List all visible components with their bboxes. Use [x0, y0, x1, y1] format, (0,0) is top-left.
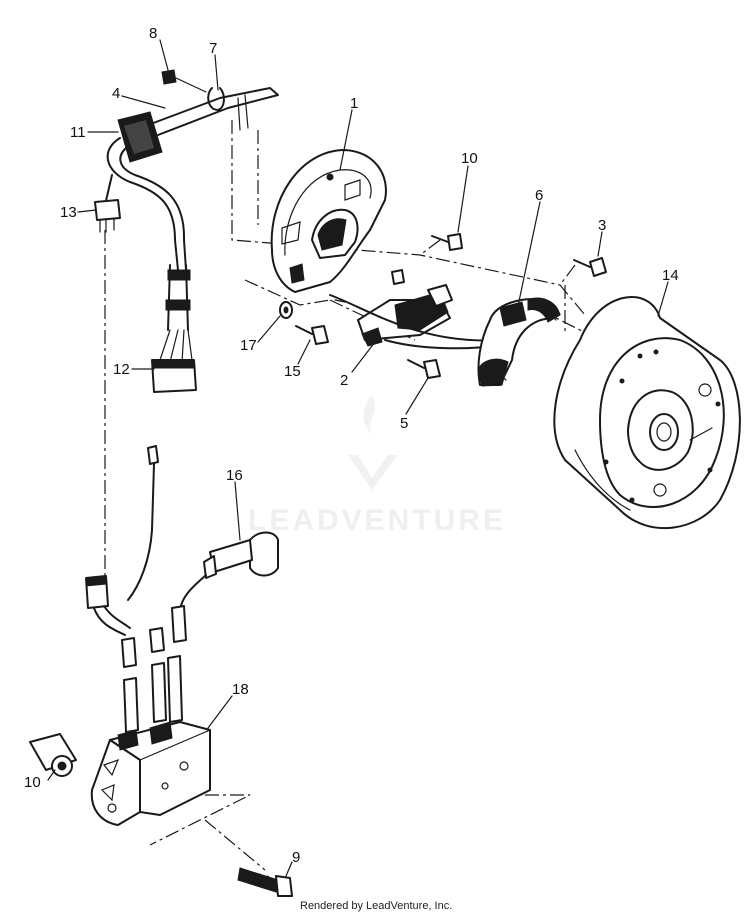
label-17: 17: [240, 337, 257, 354]
label-11: 11: [70, 124, 86, 141]
screw-15: [295, 325, 329, 345]
label-14: 14: [662, 267, 679, 284]
harness-lead: [159, 264, 193, 363]
ignition-wire-leads: [85, 445, 167, 733]
leadventure-watermark-logo: LEADVENTURE: [248, 395, 506, 537]
washer-17: [279, 301, 293, 319]
connector-13: [94, 199, 121, 233]
screw-small-stator: [391, 269, 405, 285]
label-18: 18: [232, 681, 249, 698]
screw-8: [161, 69, 207, 93]
pickup-coil: [357, 284, 453, 347]
label-7: 7: [209, 40, 217, 57]
label-9: 9: [292, 849, 300, 866]
part-labels: 8 7 4 11 13 12 1 10 6 3 14 17 15 2 5 16 …: [24, 25, 679, 866]
label-10-lower: 10: [24, 774, 41, 791]
label-3: 3: [598, 217, 606, 234]
coupler-12: [151, 359, 197, 393]
high-tension-lead: [167, 574, 207, 723]
label-5: 5: [400, 415, 408, 432]
footer-credit: Rendered by LeadVenture, Inc.: [300, 900, 453, 912]
label-16: 16: [226, 467, 243, 484]
label-1: 1: [350, 95, 358, 112]
wire-harness: [104, 87, 279, 271]
clamp: [207, 87, 225, 111]
charging-coil: [477, 297, 561, 387]
label-15: 15: [284, 363, 301, 380]
label-12: 12: [113, 361, 130, 378]
label-2: 2: [340, 372, 348, 389]
label-8: 8: [149, 25, 157, 42]
label-10-upper: 10: [461, 150, 478, 167]
watermark-text: LEADVENTURE: [248, 504, 506, 537]
screw-10-upper: [431, 233, 463, 251]
collar-10: [29, 733, 77, 777]
screw-3: [573, 257, 607, 277]
label-13: 13: [60, 204, 77, 221]
screw-5: [407, 359, 441, 379]
label-6: 6: [535, 187, 543, 204]
bolt-9: [237, 867, 293, 897]
spark-plug-cap: [203, 531, 279, 579]
leader-lines: [47, 39, 669, 877]
flywheel: [553, 296, 741, 530]
ignition-coil: [90, 721, 211, 826]
label-4: 4: [112, 85, 120, 102]
rectifier: [117, 111, 163, 163]
stator-base: [270, 149, 387, 293]
